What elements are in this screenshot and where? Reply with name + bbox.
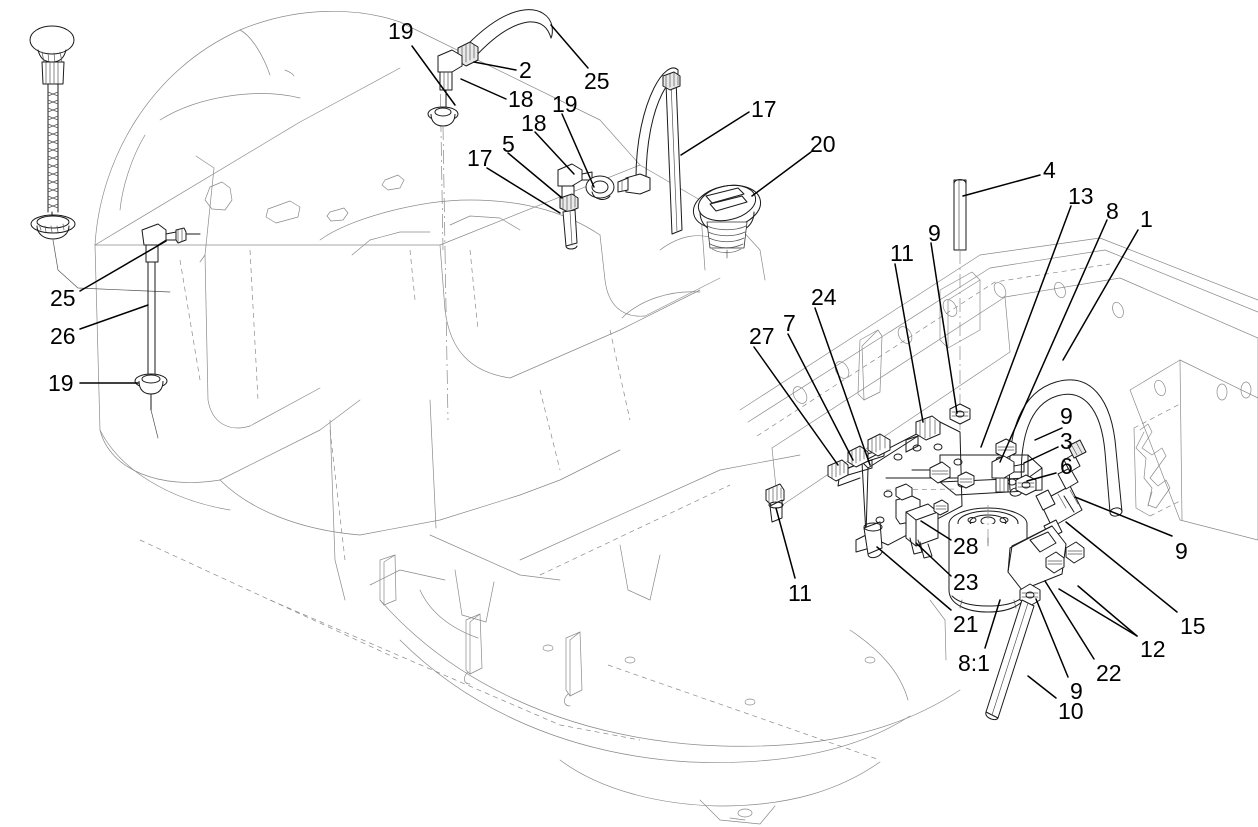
callout-label-12: 12	[1140, 636, 1166, 662]
vent-hose-17	[617, 67, 683, 235]
callout-leader-24	[814, 307, 871, 466]
callout-label-4: 4	[1043, 157, 1056, 183]
callout-leader-19	[561, 113, 595, 188]
callout-label-20: 20	[810, 131, 836, 157]
callout-leader-9	[930, 242, 958, 414]
callout-label-11: 11	[788, 580, 812, 606]
callout-leader-25	[79, 240, 167, 292]
callout-leader-8-1	[984, 599, 1001, 649]
callout-leader-15	[1065, 521, 1178, 613]
lower-deck-shroud	[139, 534, 961, 825]
fuel-line-26-assembly	[134, 223, 201, 439]
callout-leader-12-1	[1058, 588, 1138, 637]
callout-label-9: 9	[1060, 403, 1073, 429]
callout-label-25: 25	[50, 285, 76, 311]
fuel-tank-assembly	[94, 10, 766, 601]
callout-label-17: 17	[467, 145, 493, 171]
fuel-filter-8	[948, 505, 1028, 613]
callout-label-15: 15	[1180, 613, 1206, 639]
callout-leader-18	[460, 78, 507, 100]
callout-label-21: 21	[953, 611, 979, 637]
callout-label-1: 1	[1140, 206, 1153, 232]
callout-leader-17	[486, 167, 561, 214]
callout-leader-5	[507, 152, 563, 199]
callout-leader-8	[999, 219, 1108, 463]
filter-clamp-22	[1007, 525, 1085, 607]
callout-label-18: 18	[508, 86, 534, 112]
callout-label-8-1: 8:1	[958, 650, 990, 676]
dipstick-assembly	[29, 25, 171, 293]
bushing-21	[863, 521, 883, 559]
callout-label-19: 19	[48, 370, 74, 396]
callout-leader-27	[753, 346, 839, 466]
frame-rails	[369, 237, 1258, 623]
bolt-11-lower	[765, 483, 785, 523]
callout-leader-19	[411, 45, 456, 106]
callout-label-3: 3	[1060, 428, 1073, 454]
callout-leader-23	[915, 542, 952, 577]
callout-leader-20	[751, 151, 812, 197]
callout-leader-28	[920, 520, 952, 541]
callout-label-28: 28	[953, 533, 979, 559]
callout-label-27: 27	[749, 323, 775, 349]
callout-leader-3	[1023, 446, 1059, 464]
callout-label-5: 5	[502, 131, 515, 157]
callout-label-2: 2	[519, 57, 532, 83]
nut-9-upper	[949, 403, 971, 425]
callout-leader-22	[1044, 580, 1095, 660]
callout-label-19: 19	[388, 18, 414, 44]
callout-leader-18	[534, 131, 575, 175]
callout-leader-26	[79, 304, 149, 330]
callout-leader-21	[876, 546, 952, 611]
callout-label-26: 26	[50, 323, 76, 349]
fuel-line-10	[985, 599, 1035, 721]
callout-leader-7	[787, 333, 854, 461]
callout-label-9: 9	[928, 220, 941, 246]
vent-tube-4	[953, 179, 967, 430]
elbow-3-nut-assembly	[957, 438, 1037, 496]
callout-leader-11	[775, 507, 796, 579]
callout-label-22: 22	[1096, 660, 1122, 686]
center-fitting-assembly	[557, 163, 615, 250]
callout-label-7: 7	[783, 310, 796, 336]
callout-label-18: 18	[521, 110, 547, 136]
callout-label-9: 9	[1070, 678, 1083, 704]
callout-label-10: 10	[1058, 698, 1084, 724]
callout-label-25: 25	[584, 68, 610, 94]
relay-23	[905, 499, 949, 559]
callout-leader-2	[473, 61, 517, 71]
callout-leader-12	[1077, 585, 1138, 637]
bolt-11-upper	[905, 415, 941, 453]
callout-leader-9	[1035, 598, 1069, 678]
callout-leader-9	[1034, 427, 1063, 441]
callout-leader-11	[894, 263, 924, 423]
callout-leader-17	[680, 111, 750, 156]
callout-label-23: 23	[953, 569, 979, 595]
callout-label-8: 8	[1106, 198, 1119, 224]
callout-leader-9	[1074, 496, 1173, 537]
callout-leader-lines	[79, 24, 1178, 699]
callout-leader-13	[980, 205, 1072, 448]
callout-leader-1	[1062, 229, 1139, 361]
callout-label-9: 9	[1175, 538, 1188, 564]
callout-label-11: 11	[890, 240, 914, 266]
callout-label-24: 24	[811, 284, 837, 310]
fuel-cap-20	[692, 184, 762, 259]
callout-label-13: 13	[1068, 183, 1094, 209]
rail-fittings	[895, 461, 951, 501]
bolts-27-7-24	[827, 433, 891, 482]
callout-label-19: 19	[552, 91, 578, 117]
callout-leader-4	[962, 174, 1041, 197]
callout-leader-10	[1027, 675, 1057, 699]
callout-label-17: 17	[751, 96, 777, 122]
callout-leader-25	[550, 24, 589, 69]
callout-label-6: 6	[1060, 453, 1073, 479]
callout-leader-6	[1026, 472, 1057, 482]
fuel-hose-1-loop	[1008, 379, 1123, 517]
